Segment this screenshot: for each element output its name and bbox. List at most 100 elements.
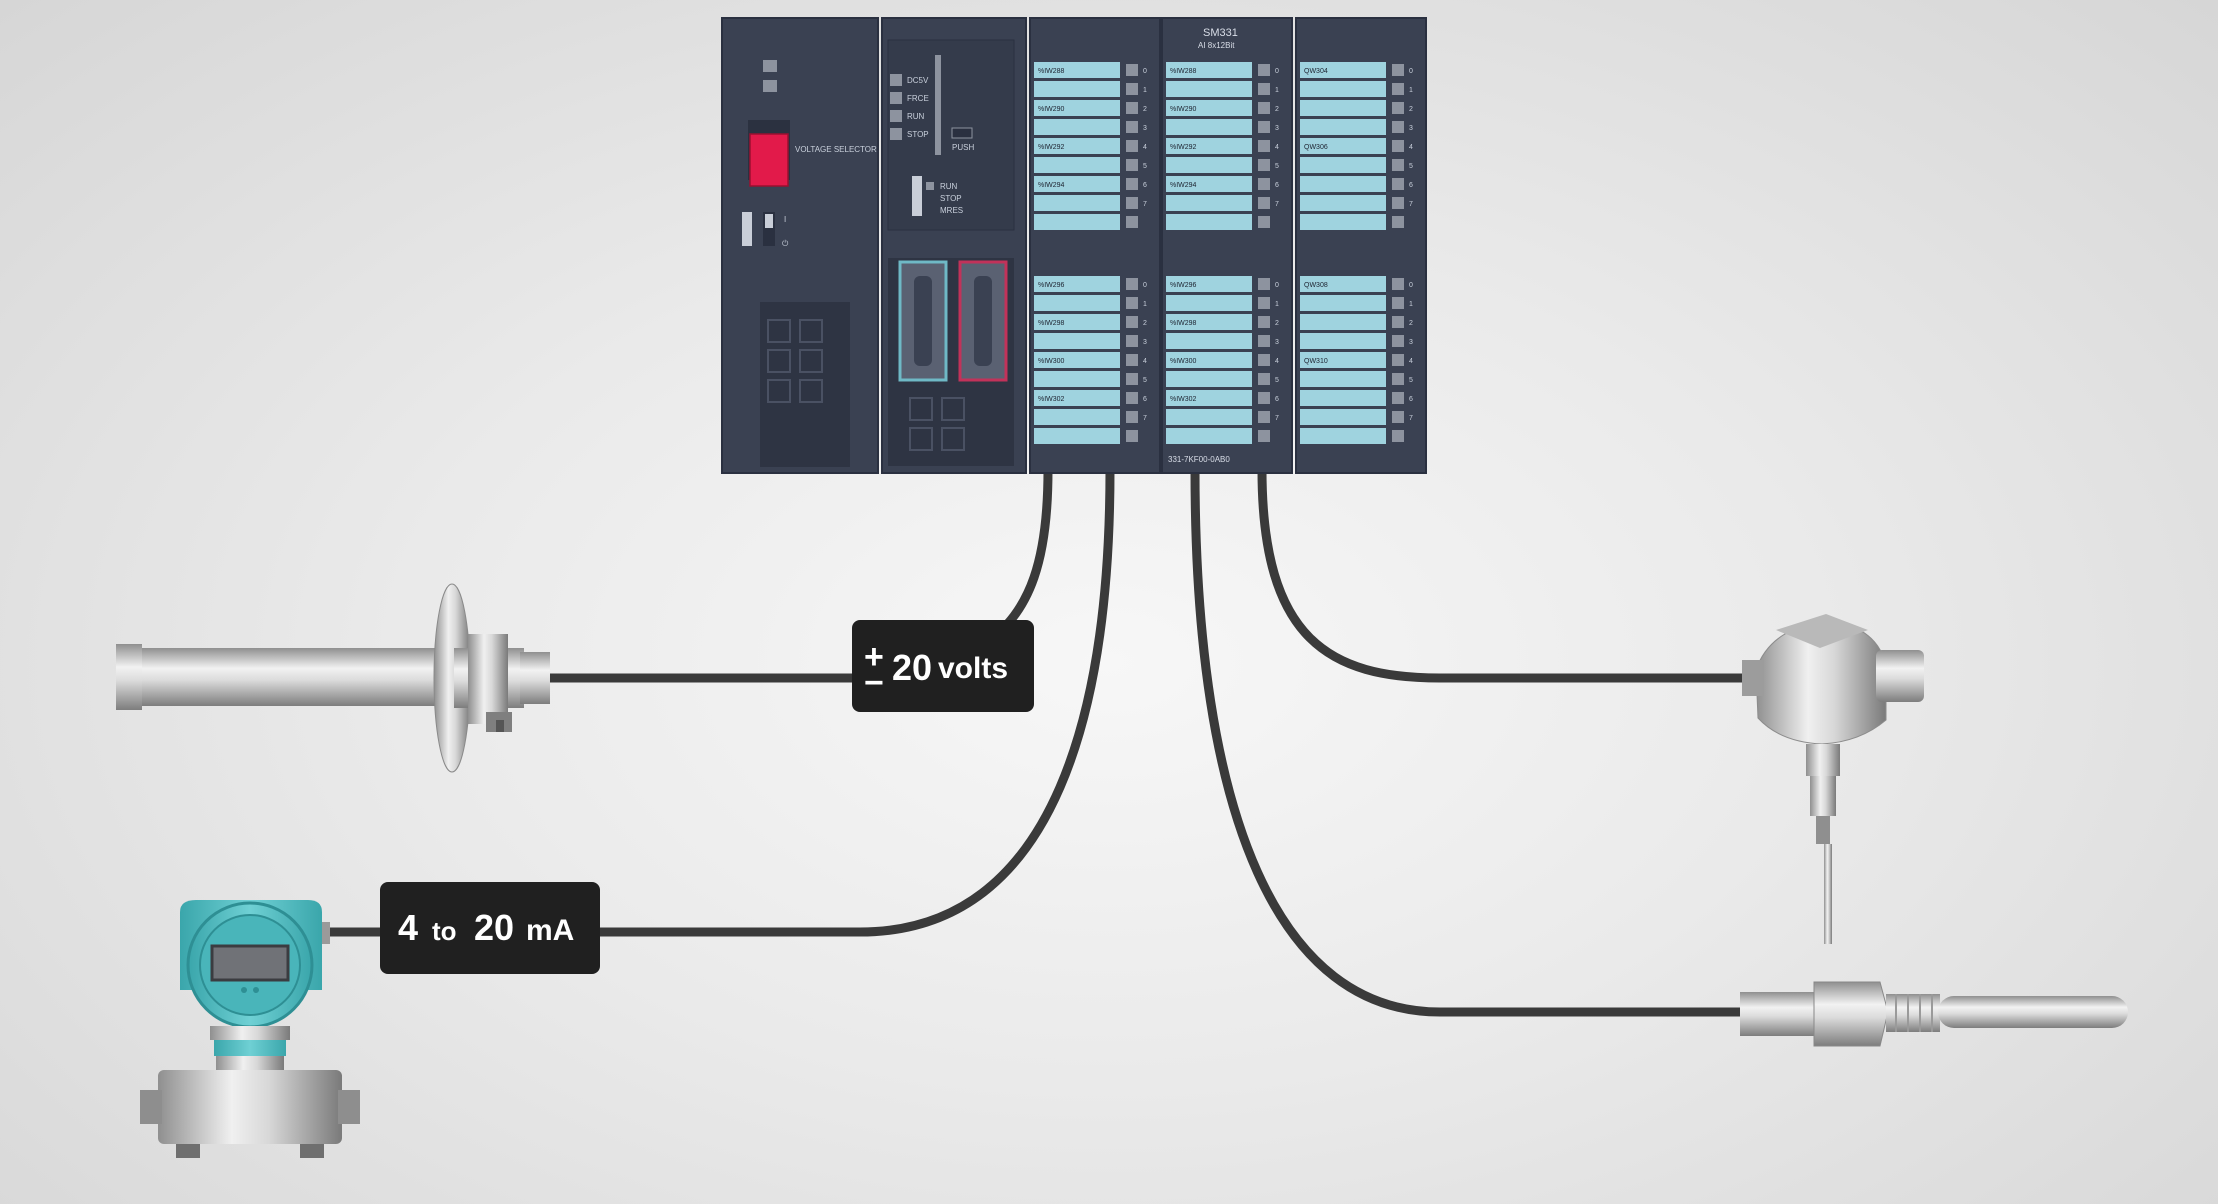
terminal-strip	[1300, 333, 1386, 349]
terminal-strip	[1166, 214, 1252, 230]
channel-number: 2	[1275, 106, 1279, 113]
channel-led	[1126, 335, 1138, 347]
voltage-selector[interactable]	[749, 133, 789, 187]
terminal-strip	[1300, 390, 1386, 406]
terminal-strip	[1166, 428, 1252, 444]
channel-number: 3	[1143, 125, 1147, 132]
channel-led	[1126, 316, 1138, 328]
channel-led	[1258, 178, 1270, 190]
terminal-strip	[1166, 119, 1252, 135]
channel-led	[1126, 373, 1138, 385]
thermocouple-head	[1742, 614, 1924, 944]
channel-number: 7	[1275, 201, 1279, 208]
address-label: QW308	[1304, 282, 1328, 289]
address-label: %IW298	[1038, 320, 1065, 327]
channel-led	[1126, 83, 1138, 95]
channel-number: 5	[1275, 377, 1279, 384]
address-label: %IW292	[1038, 144, 1065, 151]
channel-led	[1392, 335, 1404, 347]
channel-number: 0	[1409, 282, 1413, 289]
channel-led	[1126, 354, 1138, 366]
terminal-strip	[1166, 352, 1252, 368]
channel-led	[1258, 278, 1270, 290]
terminal-strip	[1300, 157, 1386, 173]
terminal-strip	[1034, 314, 1120, 330]
channel-number: 7	[1275, 415, 1279, 422]
channel-led	[1392, 178, 1404, 190]
channel-number: 3	[1275, 339, 1279, 346]
mode-switch[interactable]	[912, 176, 922, 216]
channel-number: 0	[1143, 68, 1147, 75]
power-switch[interactable]	[742, 212, 752, 246]
terminal-strip	[1166, 100, 1252, 116]
terminal-strip	[1300, 352, 1386, 368]
channel-number: 6	[1409, 396, 1413, 403]
channel-number: 3	[1275, 125, 1279, 132]
terminal-strip	[1300, 119, 1386, 135]
terminal-strip	[1034, 333, 1120, 349]
terminal-strip	[1166, 371, 1252, 387]
channel-led	[1392, 121, 1404, 133]
plus-minus-bottom: −	[864, 664, 884, 702]
channel-number: 7	[1409, 415, 1413, 422]
analog-input-module-sm331: SM331 AI 8x12Bit 0123456701234567%IW288%…	[1161, 17, 1293, 474]
address-label: %IW292	[1170, 144, 1197, 151]
switch-on-label: I	[784, 215, 786, 224]
current-badge: 4 to 20 mA	[380, 882, 600, 974]
channel-number: 2	[1409, 320, 1413, 327]
module-title: SM331	[1203, 27, 1238, 39]
current-from: 4	[398, 907, 418, 948]
channel-led	[1126, 297, 1138, 309]
terminal-strip	[1034, 371, 1120, 387]
channel-led	[1258, 140, 1270, 152]
led-label-stop: STOP	[907, 130, 929, 139]
address-label: QW310	[1304, 358, 1328, 365]
channel-number: 3	[1409, 125, 1413, 132]
address-label: %IW298	[1170, 320, 1197, 327]
terminal-strip	[1300, 214, 1386, 230]
address-label: %IW290	[1038, 106, 1065, 113]
channel-number: 0	[1275, 68, 1279, 75]
terminal-strip	[1300, 314, 1386, 330]
terminal-strip	[1300, 81, 1386, 97]
led-label-frce: FRCE	[907, 94, 929, 103]
cable-current-transmitter	[595, 465, 1115, 937]
current-to-word: to	[432, 916, 457, 946]
voltage-selector-label: VOLTAGE SELECTOR	[795, 145, 877, 154]
channel-led	[1258, 316, 1270, 328]
channel-number: 6	[1275, 182, 1279, 189]
channel-led	[1258, 411, 1270, 423]
channel-led	[1392, 354, 1404, 366]
terminal-strip	[1034, 276, 1120, 292]
channel-led	[1126, 430, 1138, 442]
channel-led	[1258, 373, 1270, 385]
channel-number: 4	[1409, 144, 1413, 151]
push-button[interactable]	[951, 127, 973, 139]
channel-led	[1126, 411, 1138, 423]
terminal-strip	[1300, 409, 1386, 425]
terminal-strip	[1166, 138, 1252, 154]
channel-number: 6	[1143, 182, 1147, 189]
channel-number: 5	[1143, 377, 1147, 384]
module-subtitle: AI 8x12Bit	[1198, 41, 1235, 50]
channel-number: 6	[1409, 182, 1413, 189]
current-to: 20	[474, 907, 514, 948]
plc-rack: VOLTAGE SELECTOR I ⏻ DC5V FRCE	[721, 17, 1427, 474]
channel-led	[1258, 64, 1270, 76]
channel-led	[1258, 430, 1270, 442]
channel-number: 7	[1143, 201, 1147, 208]
cables	[315, 465, 1765, 1017]
address-label: %IW300	[1038, 358, 1065, 365]
channel-number: 6	[1143, 396, 1147, 403]
channel-led	[1126, 121, 1138, 133]
rtd-probe	[1740, 981, 2128, 1047]
plus-minus-top: +	[864, 638, 884, 676]
channel-number: 4	[1275, 358, 1279, 365]
channel-led	[1392, 140, 1404, 152]
terminal-strip	[1300, 371, 1386, 387]
address-label: %IW288	[1170, 68, 1197, 75]
address-label: %IW290	[1170, 106, 1197, 113]
address-label: %IW302	[1170, 396, 1197, 403]
channel-led	[1126, 216, 1138, 228]
terminal-strip	[1300, 428, 1386, 444]
